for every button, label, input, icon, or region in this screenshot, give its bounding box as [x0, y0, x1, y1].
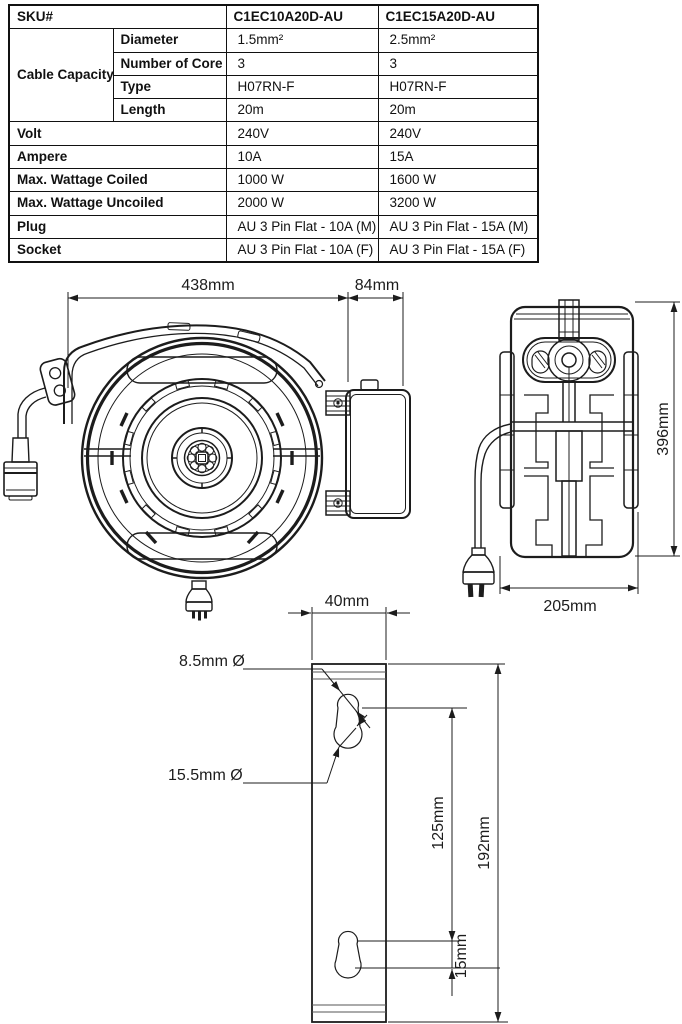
side-view-drawing: 396mm 205mm: [462, 299, 680, 615]
dim-label-plate-height: 192mm: [476, 816, 493, 869]
side-view-dimensions: 396mm 205mm: [499, 301, 680, 615]
row-value: 240V: [377, 121, 539, 146]
reel-hub: [171, 427, 233, 489]
bracket-width-dimension: 40mm: [288, 593, 410, 660]
adjuster-knob: [360, 379, 379, 391]
power-plug-side: [462, 423, 512, 598]
dim-label-overall-width: 438mm: [181, 277, 234, 294]
top-hole-callout: 8.5mm Ø: [179, 653, 371, 729]
row-value: 3: [225, 51, 379, 76]
row-label: Plug: [8, 214, 227, 239]
bracket-arm-bottom: [325, 490, 351, 516]
dim-label-plate-width: 40mm: [325, 593, 369, 610]
dim-label-bracket-depth: 84mm: [355, 277, 399, 294]
keyhole-slot-top: [333, 693, 363, 749]
row-value: AU 3 Pin Flat - 15A (F): [377, 237, 539, 263]
keyhole-callout: 15.5mm Ø: [168, 714, 368, 784]
row-value: AU 3 Pin Flat - 10A (F): [225, 237, 379, 263]
bracket-detail-drawing: 40mm 8.5mm Ø 15.5mm Ø: [168, 593, 508, 1023]
table-row: Socket AU 3 Pin Flat - 10A (F) AU 3 Pin …: [8, 237, 539, 263]
dim-label-hole-spacing: 125mm: [430, 796, 447, 849]
wall-bracket-front: [325, 379, 411, 519]
spec-table: SKU# C1EC10A20D-AU C1EC15A20D-AU Cable C…: [8, 4, 540, 264]
reel-casing: [80, 336, 324, 580]
dim-label-keyhole: 15.5mm Ø: [168, 767, 243, 784]
table-row: Number of Core 3 3: [9, 51, 539, 76]
keyhole-slot-bottom: [334, 930, 362, 979]
row-value: 15A: [377, 144, 539, 170]
reel-drum: [122, 378, 282, 538]
dim-label-keyhole-offset: 15mm: [453, 934, 470, 978]
keyhole-offset-dimension: 15mm: [355, 934, 500, 996]
reel-handle: [63, 322, 326, 424]
cable-guide-bracket: [39, 357, 76, 406]
row-label: Length: [112, 98, 227, 123]
hole-spacing-dimension: 125mm: [357, 707, 467, 942]
table-row: SKU# C1EC10A20D-AU C1EC15A20D-AU: [8, 4, 539, 30]
dim-label-top-hole: 8.5mm Ø: [179, 653, 245, 670]
bracket-arm-top: [325, 390, 351, 416]
dim-label-overall-depth: 205mm: [543, 598, 596, 615]
power-plug-front: [185, 580, 213, 621]
row-value: 3: [377, 51, 539, 76]
casing-bottom-slot: [126, 532, 278, 560]
socket-connector: [3, 437, 38, 501]
row-value: 2000 W: [225, 191, 379, 216]
row-label: Number of Core: [112, 51, 227, 76]
casing-top-slot: [126, 356, 278, 384]
table-row: Volt 240V 240V: [8, 121, 539, 146]
row-value: AU 3 Pin Flat - 10A (M): [225, 214, 379, 239]
cable-and-socket: [3, 387, 47, 501]
row-label: Socket: [8, 237, 227, 263]
row-value: 1000 W: [225, 168, 379, 193]
row-value: 2.5mm²: [377, 28, 539, 53]
cable-capacity-label: Cable Capacity: [8, 28, 114, 123]
front-view-drawing: 438mm 84mm: [3, 277, 411, 621]
dim-label-overall-height: 396mm: [655, 402, 672, 455]
front-view-dimensions: 438mm 84mm: [67, 277, 404, 388]
sku-value-2: C1EC15A20D-AU: [377, 4, 539, 30]
row-value: AU 3 Pin Flat - 15A (M): [377, 214, 539, 239]
table-row: Type H07RN-F H07RN-F: [9, 74, 539, 100]
side-view-body: [499, 299, 639, 559]
table-row: Cable Capacity Diameter 1.5mm² 2.5mm²: [8, 28, 539, 123]
row-value: 20m: [377, 98, 539, 123]
drum-slot-pattern: [124, 380, 280, 536]
plate-height-dimension: 192mm: [388, 663, 508, 1023]
sku-value-1: C1EC10A20D-AU: [225, 4, 379, 30]
table-row: Plug AU 3 Pin Flat - 10A (M) AU 3 Pin Fl…: [8, 214, 539, 239]
